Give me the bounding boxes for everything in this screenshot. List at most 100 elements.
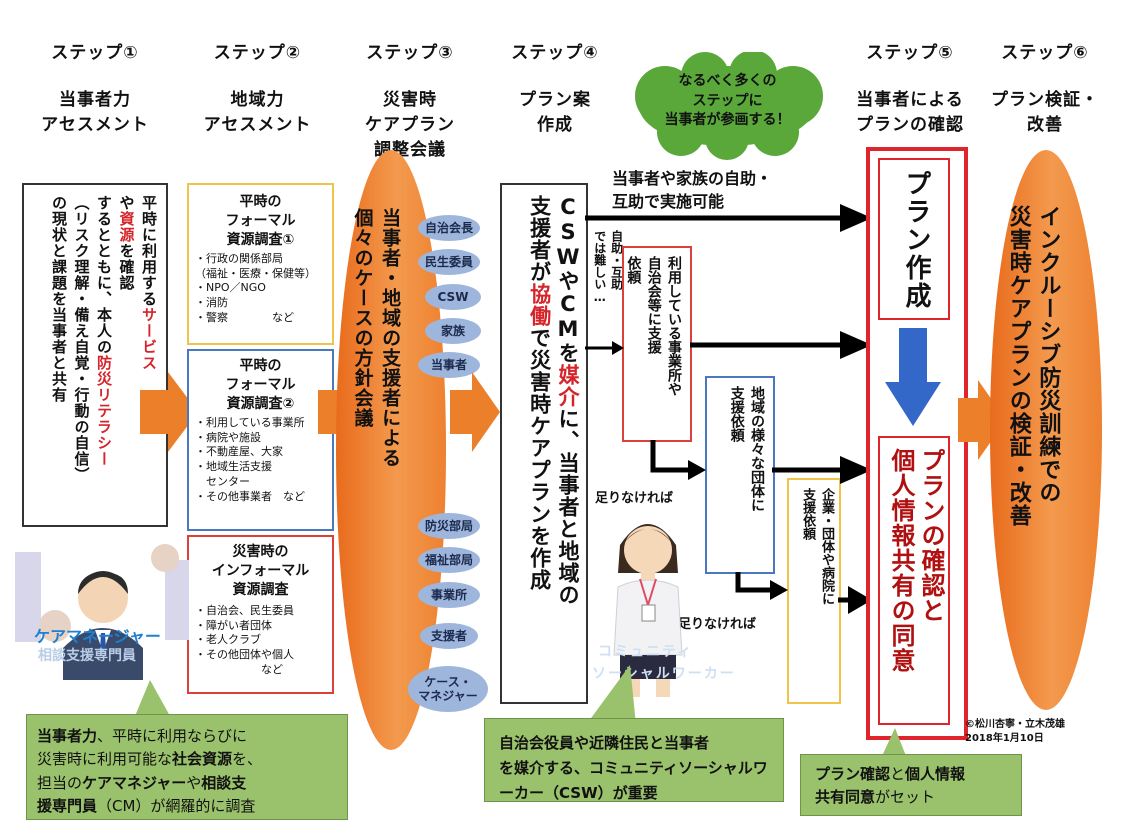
difficult-text: 自助・互助 では難しい…: [591, 230, 625, 360]
cloud-line1: なるべく多くの: [678, 73, 777, 89]
step1-col5: の現状と課題を当事者と共有: [50, 195, 68, 403]
plan-creation-text: プラン作成: [901, 170, 931, 310]
arrow-groups-request: [772, 456, 872, 484]
request-box-org-text: 利用している事業所や 自治会等に支援 依頼: [623, 256, 684, 434]
step5-header: ステップ⑤ 当事者による プランの確認: [840, 38, 980, 135]
resource1-item: ・NPO／NGO: [195, 281, 266, 295]
step1-label: ステップ①: [51, 43, 139, 63]
down-arrow-blue: [885, 328, 941, 426]
callout1-pointer: [135, 680, 170, 716]
difficult-col2: では難しい…: [592, 230, 607, 304]
csw-label-line1: コミュニティ: [598, 644, 694, 660]
callout-confirm-set: プラン確認と個人情報 共有同意がセット: [800, 754, 1022, 816]
callout1-line3-d: 相談支: [201, 773, 247, 792]
step5-title-line1: 当事者による: [856, 90, 964, 110]
difficult-col1: 自助・互助: [609, 230, 624, 290]
request-org-col1: 利用している事業所や: [666, 256, 682, 396]
step1-col3-a: するとともに、本人の: [95, 195, 113, 355]
request-box-groups: 地域の様々な団体に 支援依頼: [705, 376, 775, 574]
resource1-title-line2: フォーマル: [225, 212, 296, 229]
request-companies-col1: 企業・団体や病院に: [819, 488, 834, 605]
plan-creation-box: プラン作成: [878, 158, 950, 320]
step3-label: ステップ③: [366, 43, 454, 63]
arrow-self-help: [585, 204, 872, 232]
consultant-label: 相談支援専門員: [38, 648, 136, 664]
request-org-col2: 自治会等に支援: [645, 256, 662, 354]
resource3-title-line2: インフォーマル: [211, 562, 310, 579]
step6-title-line1: プラン検証・: [991, 90, 1099, 110]
step4-header: ステップ④ プラン案 作成: [480, 38, 630, 135]
step1-header: ステップ① 当事者力 アセスメント: [20, 38, 170, 135]
resource3-item: ・障がい者団体: [195, 618, 272, 632]
callout3-line1-a: プラン確認: [815, 765, 891, 783]
participant-oval: 福祉部局: [418, 547, 480, 573]
callout1-line2-c: を、: [232, 750, 263, 769]
step1-col2-c: を確認: [117, 243, 136, 291]
step2-header: ステップ② 地域力 アセスメント: [180, 38, 335, 135]
arrow-org-request: [690, 331, 872, 359]
callout1-line2-a: 災害時に利用可能な: [37, 750, 173, 769]
not-enough-label: 足りなければ: [595, 491, 674, 506]
participant-oval: 家族: [425, 318, 481, 344]
arrow-step5-to-step6: [958, 380, 1006, 460]
resource2-title-line1: 平時の: [239, 358, 282, 374]
confirm-col2: 個人情報共有の同意: [887, 448, 915, 673]
step1-title-line1: 当事者力: [59, 90, 131, 110]
resource2-item: ・不動産屋、大家: [195, 445, 283, 459]
resource-box-informal: 災害時の インフォーマル 資源調査 ・自治会、民生委員 ・障がい者団体 ・老人ク…: [187, 535, 334, 694]
confirm-box: プランの確認と 個人情報共有の同意: [878, 436, 950, 725]
step3-title-line1: 災害時: [383, 90, 437, 110]
step5-title-line2: プランの確認: [856, 115, 964, 135]
not-enough-label: 足りなければ: [678, 617, 757, 632]
step6-header: ステップ⑥ プラン検証・ 改善: [975, 38, 1115, 135]
csw-illustration: [613, 524, 683, 697]
meeting-oval: [336, 150, 446, 750]
callout-care-manager: 当事者力、平時に利用ならびに 災害時に利用可能な社会資源を、 担当のケアマネジャ…: [26, 714, 348, 820]
request-groups-col1: 地域の様々な団体に: [749, 386, 765, 512]
request-org-col3: 依頼: [625, 256, 642, 284]
resource1-item: ・消防: [195, 296, 228, 310]
verification-col1: インクルーシブ防災訓練での: [1035, 205, 1061, 504]
step4-col1-a: CSWやCMを: [556, 195, 580, 364]
callout3-line1-c: 個人情報: [905, 765, 966, 783]
resource-box-formal-1: 平時の フォーマル 資源調査① ・行政の関係部局 （福祉・医療・保健等） ・NP…: [187, 183, 334, 345]
participant-oval: 事業所: [418, 582, 480, 608]
self-help-line1: 当事者や家族の自助・: [612, 169, 773, 188]
resource2-title-line3: 資源調査②: [226, 395, 295, 412]
cloud-line2: ステップに: [692, 92, 763, 109]
step1-col3-b: 防災リテラシー: [95, 355, 113, 467]
callout-csw: 自治会役員や近隣住民と当事者 を媒介する、コミュニティソーシャルワーカー（CSW…: [484, 718, 784, 802]
step2-title-line1: 地域力: [230, 90, 285, 110]
request-box-companies: 企業・団体や病院に 支援依頼: [787, 478, 841, 704]
participant-oval: 支援者: [420, 623, 478, 649]
verification-col2: 災害時ケアプランの検証・改善: [1005, 205, 1031, 527]
callout1-line3-a: 担当の: [37, 773, 83, 792]
step4-col2-a: 支援者が: [527, 195, 552, 283]
callout1-line2-b: 社会資源: [172, 750, 233, 769]
copyright-line1: ©松川杏寧・立木茂雄: [965, 719, 1065, 730]
resource3-item: ・老人クラブ: [195, 633, 261, 647]
copyright-line2: 2018年1月10日: [965, 733, 1044, 744]
callout2-pointer: [586, 665, 636, 725]
request-groups-col2: 支援依頼: [728, 386, 745, 442]
request-companies-col2: 支援依頼: [800, 488, 816, 540]
copyright-text: ©松川杏寧・立木茂雄 2018年1月10日: [965, 718, 1065, 746]
resource3-title-line1: 災害時の: [232, 544, 289, 560]
callout1-line4-a: 援専門員: [37, 796, 98, 815]
callout1-line1-a: 当事者力: [37, 727, 98, 745]
resource1-title-line3: 資源調査①: [226, 231, 295, 248]
callout2-line2: を媒介する、コミュニティソーシャルワーカー（CSW）が重要: [499, 758, 768, 802]
callout1-line3-c: や: [186, 773, 202, 792]
callout3-line2-a: 共有同意: [815, 787, 876, 806]
step4-col2-c: で災害時ケアプランを作成: [527, 327, 552, 591]
step1-col1-b: サービス: [140, 307, 158, 371]
meeting-oval-text: 当事者・地域の支援者による 個々のケースの方針会議: [348, 208, 403, 588]
participant-oval: 防災部局: [418, 513, 480, 539]
request-box-groups-text: 地域の様々な団体に 支援依頼: [726, 386, 767, 566]
step4-col1-b: 媒介: [556, 364, 580, 408]
resource2-item: ・利用している事業所: [195, 415, 305, 429]
resource2-item: ・その他事業者 など: [195, 489, 305, 503]
callout1-line3-b: ケアマネジャー: [82, 773, 187, 792]
